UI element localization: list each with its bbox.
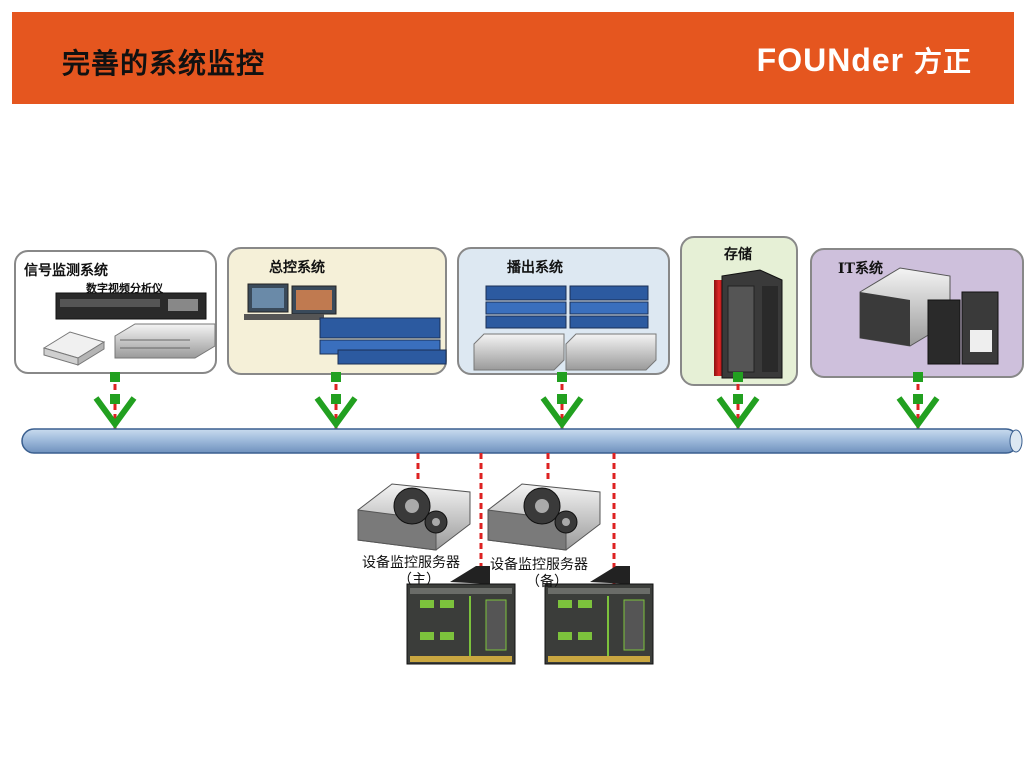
logo-text: FOUNder [756, 42, 905, 78]
connector-it [896, 372, 940, 430]
system-label: 存储 [724, 247, 752, 263]
connector-master-control [314, 372, 358, 430]
header-banner: 完善的系统监控 FOUNder 方正 [12, 12, 1014, 104]
founder-logo: FOUNder 方正 [757, 40, 972, 80]
server-label-backup: 设备监控服务器 [490, 557, 588, 573]
playout-panels [485, 285, 649, 329]
system-label: 总控系统 [269, 260, 325, 276]
connector-storage [716, 372, 760, 430]
page-title: 完善的系统监控 [62, 47, 266, 80]
it-tower-servers [927, 291, 999, 365]
server-role-backup: （备） [526, 574, 568, 590]
server-label-primary: 设备监控服务器 [362, 555, 460, 571]
monitor-screen-backup [544, 566, 654, 665]
connector-playout [540, 372, 584, 430]
system-label: 播出系统 [507, 260, 563, 276]
rack-server-device [114, 323, 216, 359]
connector-signal [93, 372, 137, 430]
playout-servers [473, 333, 657, 371]
storage-rack [714, 269, 783, 379]
network-bus [21, 428, 1023, 454]
monitor-server-backup [487, 483, 601, 551]
system-label: 信号监测系统 [24, 263, 108, 279]
small-box-device [42, 331, 106, 366]
control-monitors [244, 283, 337, 320]
logo-cn: 方正 [913, 45, 972, 78]
server-role-primary: （主） [398, 572, 440, 588]
router-panels [319, 317, 447, 365]
monitor-server-primary [357, 483, 471, 551]
system-label: IT系统 [838, 261, 883, 277]
system-sublabel: 数字视频分析仪 [86, 282, 163, 295]
signal-analyzer-device [55, 292, 207, 320]
monitor-screen-primary [406, 566, 516, 665]
